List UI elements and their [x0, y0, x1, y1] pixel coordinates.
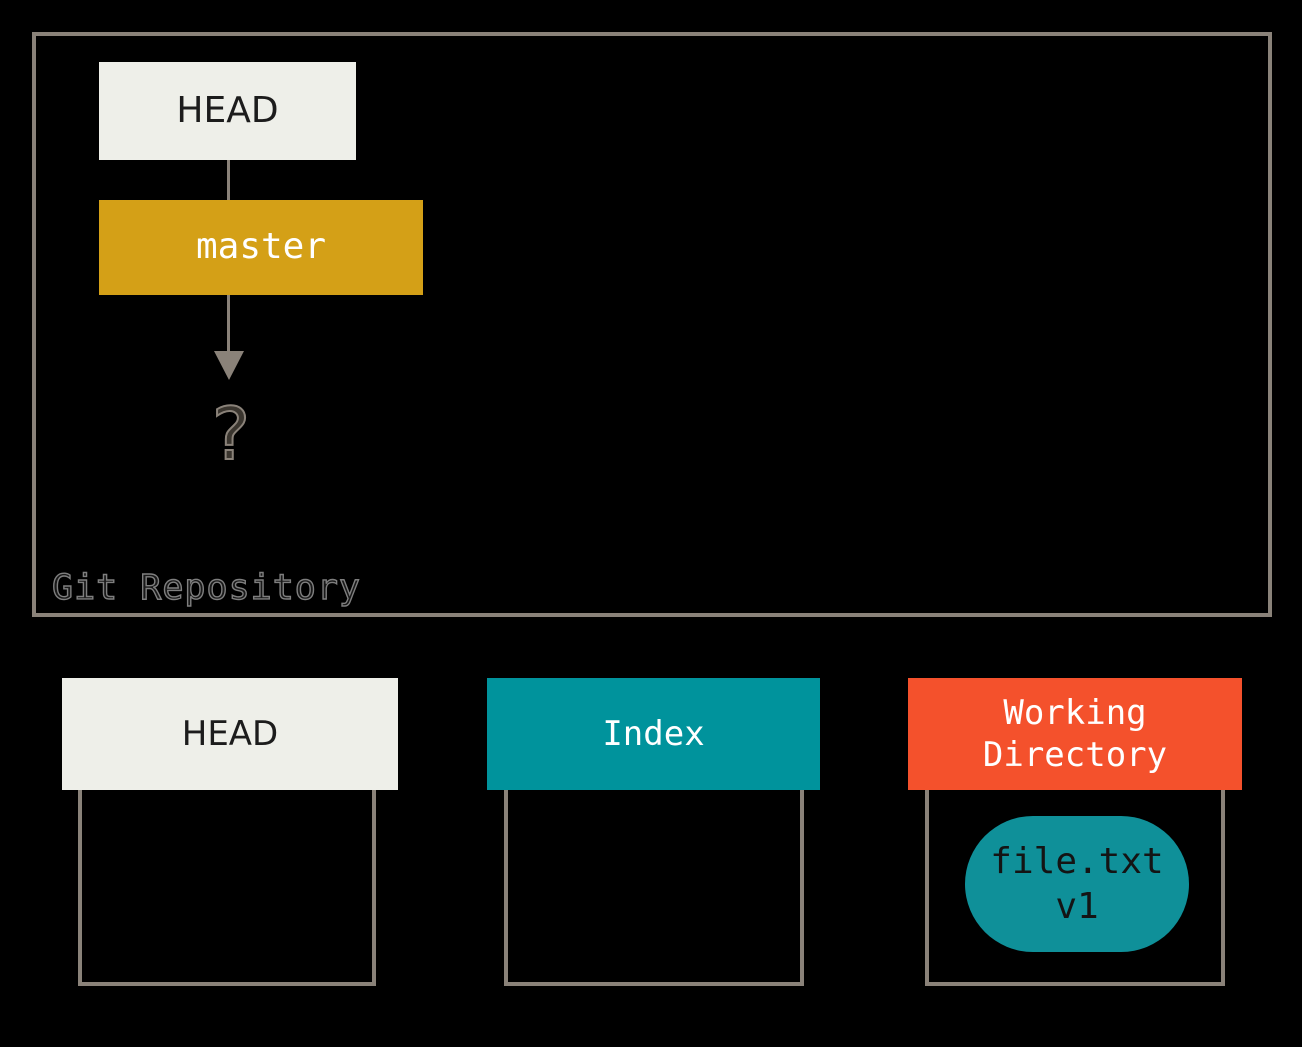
index-area-header[interactable]: Index — [487, 678, 820, 790]
head-area-header[interactable]: HEAD — [62, 678, 398, 790]
file-blob-version: v1 — [1055, 886, 1099, 927]
file-blob-working-directory[interactable]: file.txt v1 — [965, 816, 1189, 952]
arrow-head-icon — [214, 351, 244, 380]
git-repository-label: Git Repository — [51, 567, 362, 608]
repo-master-branch-node[interactable]: master — [99, 200, 423, 295]
index-area-body — [504, 790, 804, 986]
working-directory-area-header[interactable]: Working Directory — [908, 678, 1242, 790]
file-blob-name: file.txt — [990, 841, 1164, 882]
edge-master-to-unknown — [227, 295, 230, 354]
edge-head-to-master — [227, 160, 230, 201]
working-directory-area-body — [925, 790, 1225, 986]
head-area-body — [78, 790, 376, 986]
git-repository-container — [32, 32, 1272, 617]
repo-head-node[interactable]: HEAD — [99, 62, 356, 160]
unknown-commit-question-mark: ? — [211, 392, 251, 476]
